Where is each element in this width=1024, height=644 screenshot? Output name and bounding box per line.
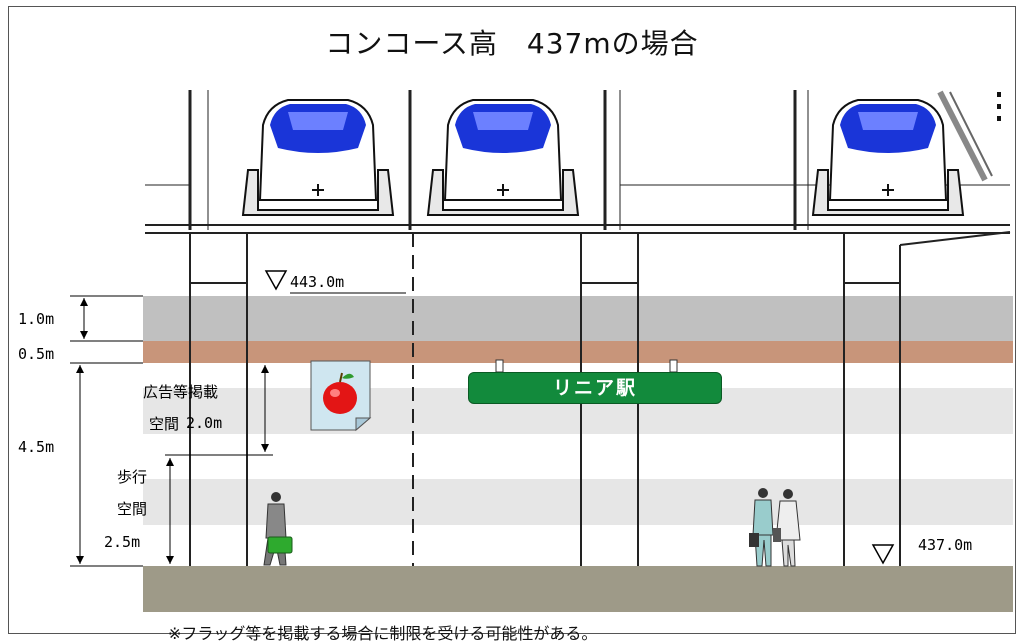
walk-space-label-line2: 空間 [117,500,148,518]
maglev-train-2 [426,99,580,216]
ad-space-height-label: 2.0m [186,414,223,432]
finish-layer [143,341,1013,363]
footnote: ※フラッグ等を掲載する場合に制限を受ける可能性がある。 [168,624,598,643]
station-sign: リニア駅 [468,372,722,404]
finish-thickness-label: 0.5m [18,345,55,363]
businesspeople-figures [749,488,801,567]
dimension-arrows [76,298,269,564]
diagram-frame [8,6,1016,634]
walking-man-figure [263,492,293,566]
dimension-lines [70,292,406,567]
maglev-train-1 [241,99,395,216]
clear-height-label: 4.5m [18,438,55,456]
ad-space-label-line1: 広告等掲載 [143,383,219,401]
structural-slab [143,296,1013,341]
ad-space-label-line2: 空間 [149,415,180,433]
walk-height-label: 2.5m [104,533,141,551]
apple-poster [310,360,372,432]
maglev-train-3 [811,99,965,216]
slab-thickness-label: 1.0m [18,310,55,328]
level-marker-floor [871,544,895,565]
floor-elevation-label: 437.0m [918,536,973,554]
walking-space-band [143,479,1013,525]
walk-space-label-line1: 歩行 [117,468,148,486]
diagram-title: コンコース高 437mの場合 [325,27,699,60]
upper-structure [145,90,1010,234]
concourse-floor [143,566,1013,612]
level-marker-top [264,270,288,291]
top-elevation-label: 443.0m [290,273,345,291]
